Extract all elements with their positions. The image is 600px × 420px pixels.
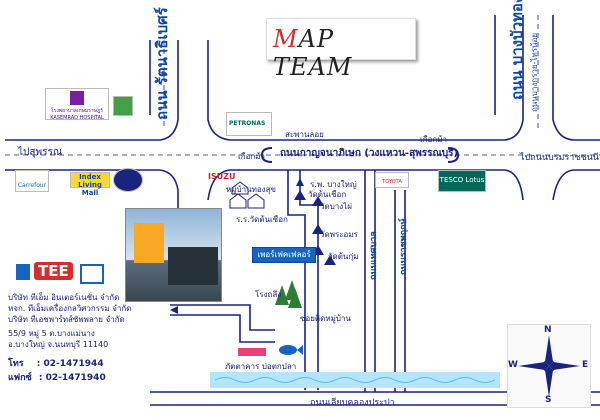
compass-s: S xyxy=(545,395,552,405)
arrow-icon xyxy=(170,306,178,314)
company-sign[interactable]: เพอร์เฟคเฟลอร์ xyxy=(252,247,316,263)
address-line2: อ.บางใหญ่ จ.นนทบุรี 11140 xyxy=(8,340,109,349)
tel-label: โทร xyxy=(8,359,24,369)
label-factory: โรงถลึง xyxy=(255,290,282,299)
label-main-road: ถนนกาญจนาภิเษก (วงแหวน-สุพรรณบุรี) xyxy=(280,148,459,159)
label-wat4: วัดต้นกุ่ม xyxy=(328,252,359,261)
map-title: MAP TEAM xyxy=(273,25,353,81)
petronas-logo: PETRONAS xyxy=(226,112,272,136)
company-address: 55/9 หมู่ 5 ต.บางแม่นาง อ.บางใหญ่ จ.นนทบ… xyxy=(8,328,108,350)
temple-icon xyxy=(312,224,324,234)
hospital-logo: โรงพยาบาลเกษมราษฎร์ KASEMRAD HOSPITAL xyxy=(45,88,109,121)
company-logo: TEE xyxy=(16,262,104,284)
tree-icon xyxy=(288,288,302,308)
uturn-left-icon xyxy=(260,147,273,163)
main-road-top-edge xyxy=(5,40,179,141)
tel-number[interactable]: : 02-1471944 xyxy=(36,359,104,369)
fish-icon-tail xyxy=(297,345,303,355)
label-bridge: สะพานลอย xyxy=(285,130,324,139)
label-wat1: วัดต้นเชือก xyxy=(308,190,347,199)
main-road-bottom-edge xyxy=(5,169,179,220)
house-icon xyxy=(247,193,265,209)
fish-icon xyxy=(279,345,297,355)
road-label-left-vertical: ถนน รัตนาธิเบศร์ xyxy=(153,7,171,120)
road-label-right-vertical: ถนน บางบัวทอง xyxy=(508,0,526,100)
index-logo: Index Living Mall xyxy=(70,172,110,197)
fax-row: แฟกซ์ : 02-1471940 xyxy=(8,370,106,384)
temple-icon xyxy=(294,190,306,200)
fax-number[interactable]: : 02-1471940 xyxy=(38,373,106,383)
uturn-right-icon xyxy=(447,147,460,163)
company-line2: หจก. ทีเอ็มเครื่องกลวิศวกรรม จำกัด xyxy=(8,304,132,313)
restaurant-boat-icon xyxy=(238,348,266,356)
compass-rose: N E S W xyxy=(507,324,591,408)
main-road-top-edge-mid xyxy=(207,15,524,141)
side-road-2 xyxy=(170,314,275,343)
label-village: หมู่บ้านทองสุข xyxy=(226,185,276,194)
tee-mark-icon xyxy=(16,264,30,280)
label-to-suphan: ไปสุพรรณ xyxy=(18,147,63,158)
compass-icon xyxy=(518,335,580,397)
main-road-top-edge-right xyxy=(552,15,600,141)
arrow-icon xyxy=(296,178,304,186)
tree-icon xyxy=(275,285,289,305)
label-uturn-left: เกือกม้า xyxy=(238,152,265,161)
company-building-photo xyxy=(125,208,222,302)
tel-row: โทร : 02-1471944 xyxy=(8,356,104,370)
house-icon xyxy=(231,181,249,195)
road-label-right-lower: ถนนบางกรวย-ไทรน้อย xyxy=(530,32,539,112)
tesco-logo: TESCO Lotus xyxy=(438,170,486,192)
main-road-bottom-edge-mid xyxy=(207,169,524,201)
label-hospital2: ร.พ. บางใหญ่ xyxy=(310,180,357,189)
road-label-ratchaphruek: ถนนราชพฤกษ์ xyxy=(399,218,409,275)
company-line1: บริษัท ทีเอ็ม อินเตอร์เนชั่น จำกัด xyxy=(8,293,120,302)
compass-w: W xyxy=(508,360,518,370)
tee-logo-text: TEE xyxy=(34,262,73,280)
company-line3: บริษัท ทีเอชพาร์ทส์ซัพพลาย จำกัด xyxy=(8,315,125,324)
label-to-borommaratchachonnani: ไปถนนบรมราชชนนี xyxy=(520,153,599,163)
fax-label: แฟกซ์ xyxy=(8,373,32,383)
toyota-logo: TOYOTA xyxy=(375,172,409,188)
road-label-tessaban: ถนนเทศบาล xyxy=(369,231,379,280)
label-uturn-right: เกือกม้า xyxy=(420,135,447,144)
soi-road-left-2 xyxy=(299,170,319,390)
compass-n: N xyxy=(544,325,552,335)
label-side-road: ซอยติดหมู่บ้าน xyxy=(300,314,351,323)
label-wat2: วัดบางไผ่ xyxy=(320,202,352,211)
tee-mark2-icon xyxy=(80,264,104,284)
soi-road-left xyxy=(287,170,306,390)
canal-waves xyxy=(214,377,496,383)
main-road-bottom-edge-right xyxy=(552,169,600,201)
isuzu-label: ISUZU xyxy=(208,172,236,181)
address-line1: 55/9 หมู่ 5 ต.บางแม่นาง xyxy=(8,329,95,338)
compass-e: E xyxy=(582,360,589,370)
temple-icon xyxy=(324,255,336,265)
green-logo xyxy=(113,96,133,116)
label-wat3: วัดพระอมร xyxy=(320,230,358,239)
map-title-box: MAP TEAM xyxy=(266,18,416,81)
label-school: ร.ร.วัดต้นเชือก xyxy=(236,215,288,224)
house-icon xyxy=(229,193,247,209)
temple-icon xyxy=(312,196,324,206)
mall-logo xyxy=(113,168,143,192)
label-bottom-road: ถนนเลียบคลองประปา xyxy=(310,398,395,408)
label-restaurant: ภัตตาคาร บ่อตกปลา xyxy=(225,362,297,371)
carrefour-logo: Carrefour xyxy=(15,170,49,192)
side-road xyxy=(170,304,275,331)
company-info: บริษัท ทีเอ็ม อินเตอร์เนชั่น จำกัด หจก. … xyxy=(8,292,131,325)
